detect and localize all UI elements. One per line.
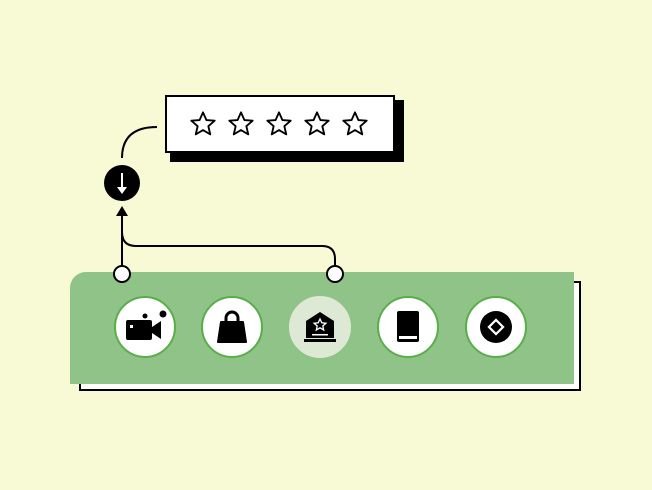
download-button[interactable]	[104, 165, 140, 201]
star-5[interactable]	[341, 110, 369, 138]
shopping-bag-icon	[217, 310, 247, 343]
star-2[interactable]	[227, 110, 255, 138]
connector-node-left	[113, 265, 131, 283]
video-button[interactable]	[114, 296, 176, 358]
star-4[interactable]	[303, 110, 331, 138]
museum-star-icon	[304, 312, 336, 342]
star-3[interactable]	[265, 110, 293, 138]
star-1[interactable]	[189, 110, 217, 138]
museum-button[interactable]	[289, 296, 351, 358]
book-icon	[397, 311, 419, 342]
shopping-button[interactable]	[201, 296, 263, 358]
diamond-coin-icon	[480, 311, 512, 343]
star-rating-card	[165, 95, 395, 153]
diamond-button[interactable]	[465, 296, 527, 358]
book-button[interactable]	[377, 296, 439, 358]
video-camera-icon	[126, 310, 167, 340]
connector-node-right	[326, 265, 344, 283]
